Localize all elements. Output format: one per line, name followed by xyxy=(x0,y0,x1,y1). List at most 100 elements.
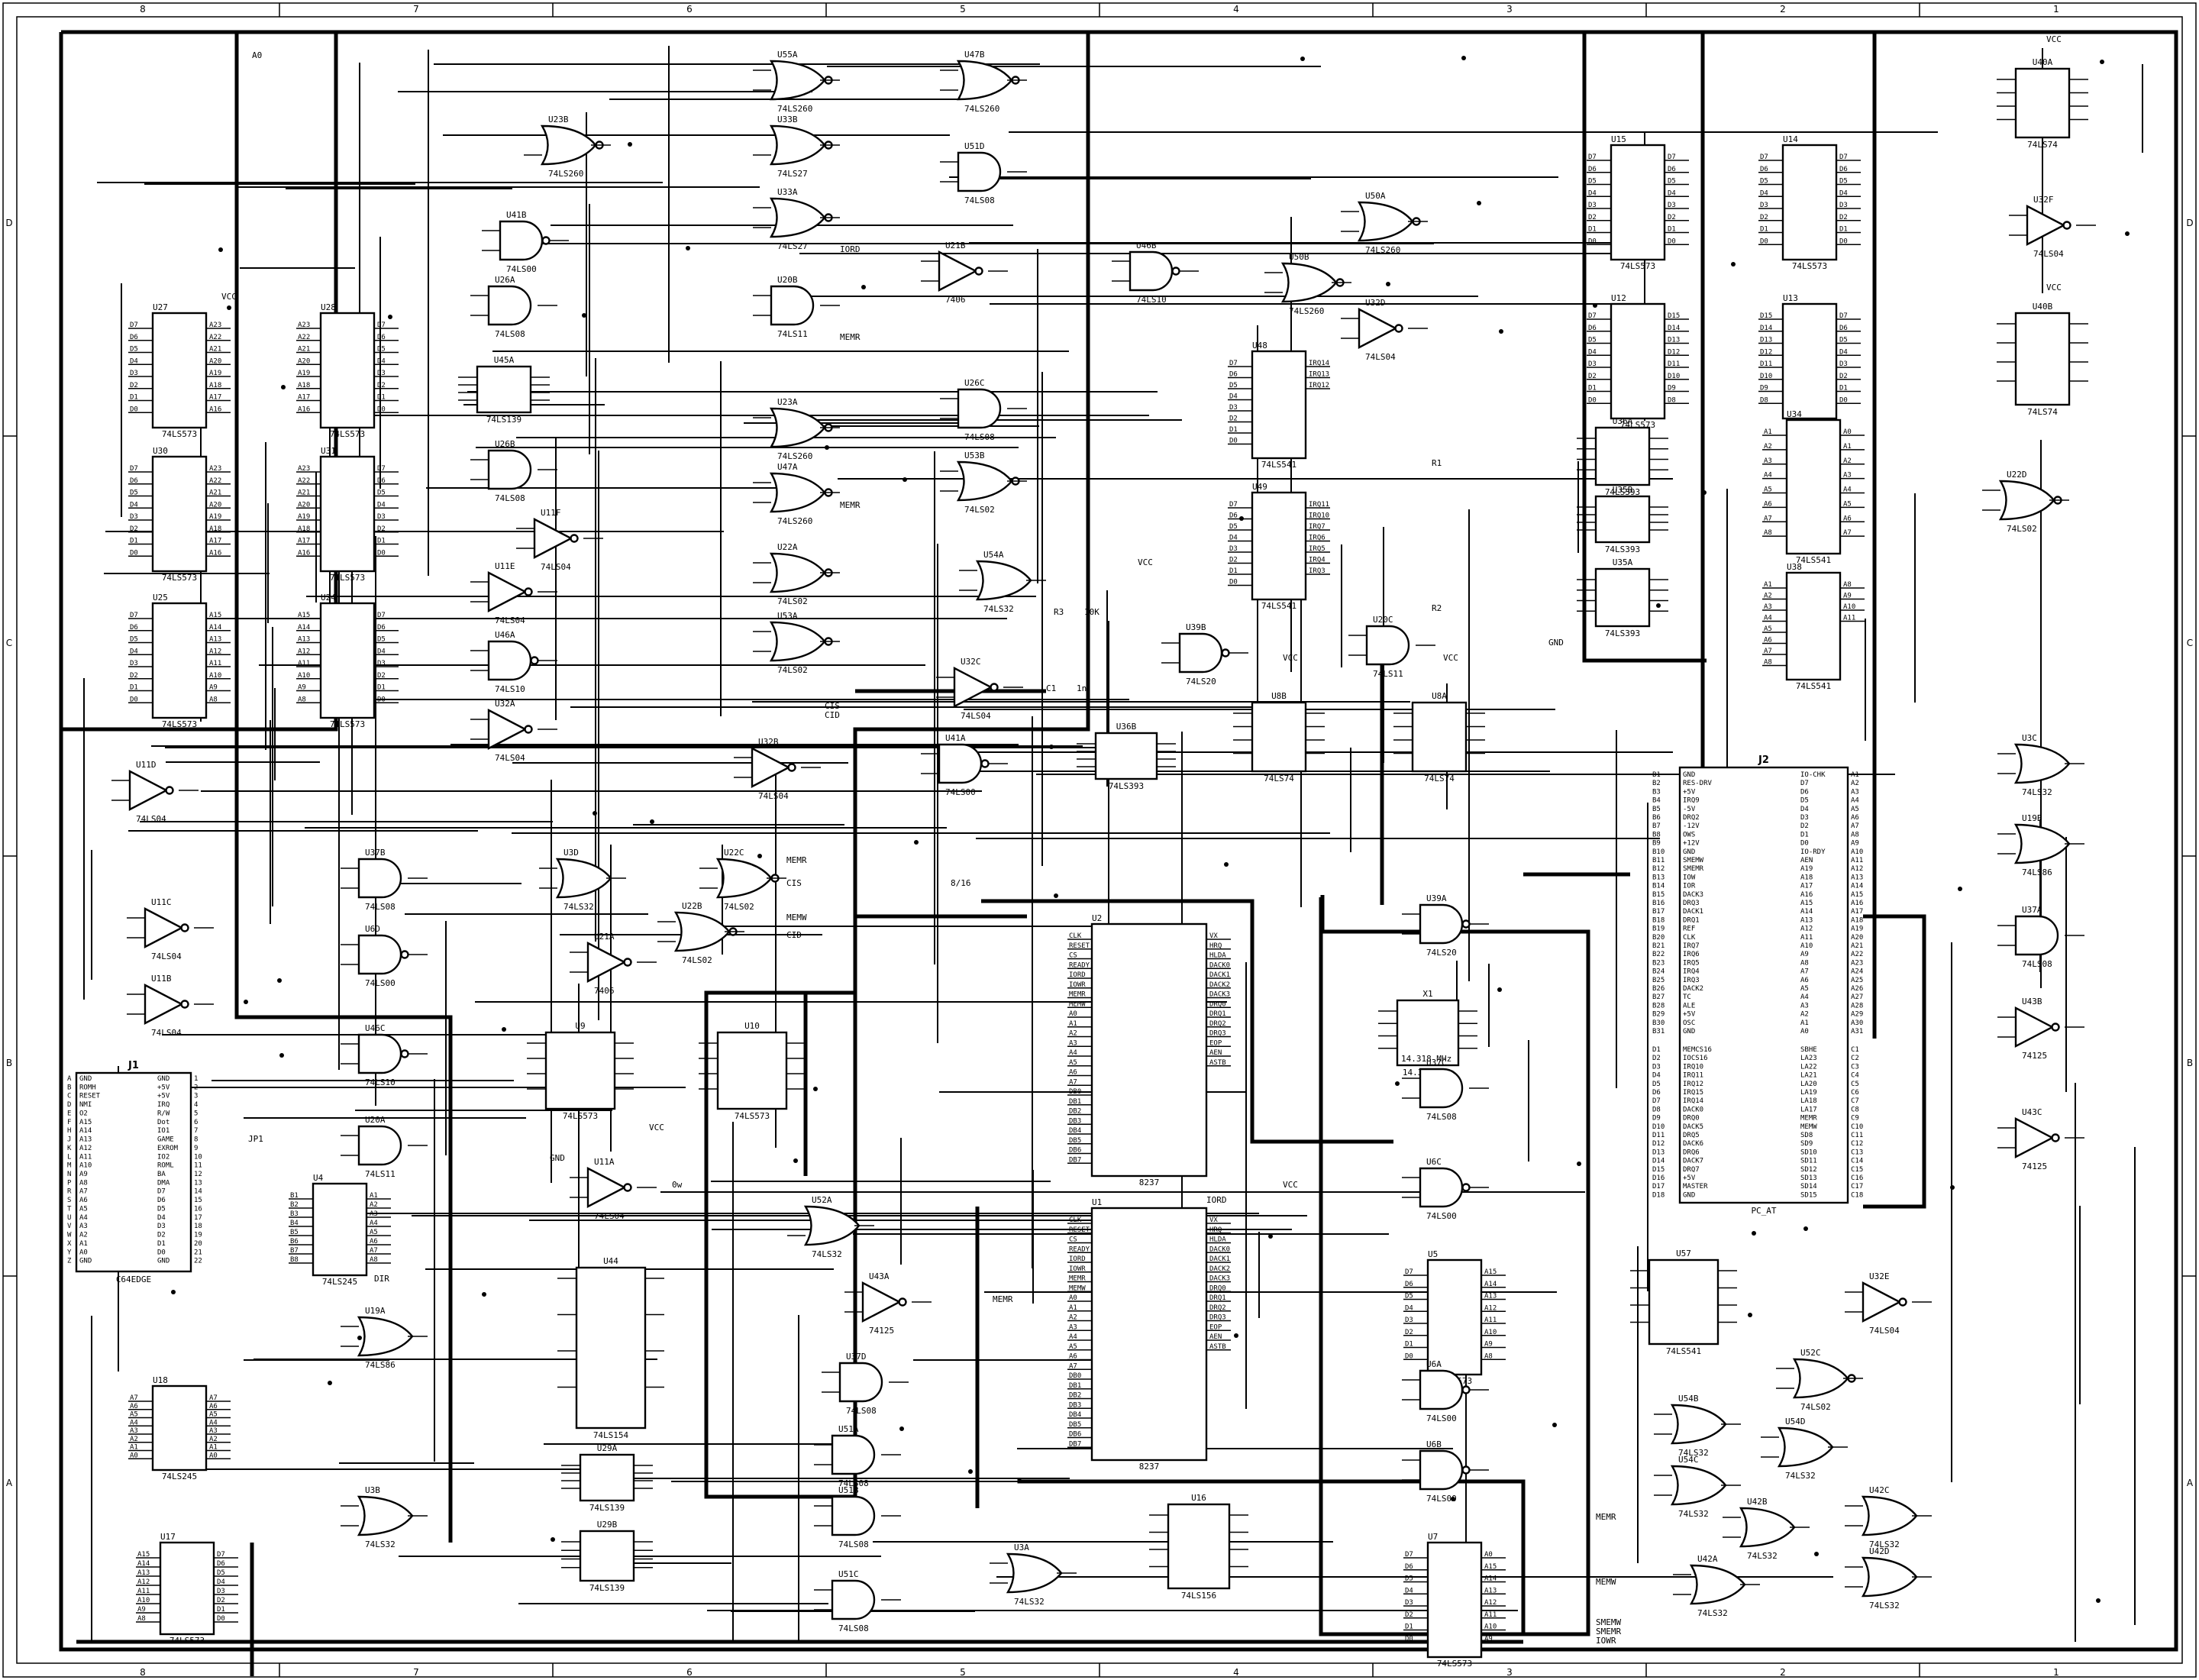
junction-dot xyxy=(1477,201,1481,205)
pin-label: D2 xyxy=(130,672,138,680)
net-label: VCC xyxy=(1283,1180,1298,1190)
gate-type: 74LS32 xyxy=(365,1539,396,1549)
pin-label: A22 xyxy=(209,334,221,341)
gate-body xyxy=(357,1033,402,1074)
block-type: 74LS156 xyxy=(1181,1591,1216,1601)
pin-label: DB0 xyxy=(1069,1088,1081,1096)
pin-label: D2 xyxy=(1405,1611,1413,1619)
pin-label: A12 xyxy=(1800,926,1813,933)
pin-label: DACK3 xyxy=(1209,991,1230,999)
connector-body xyxy=(1678,766,1849,1204)
pin-number: 7 xyxy=(194,1127,198,1135)
ic-body xyxy=(312,1182,368,1277)
pin-number: A19 xyxy=(1851,926,1863,933)
junction-dot xyxy=(1461,56,1466,60)
ic-ref: U12 xyxy=(1611,293,1626,303)
pin-label: D11 xyxy=(1760,360,1772,368)
ic-u18: U1874LS245A7A6A5A4A3A2A1A0A7A6A5A4A3A2A1… xyxy=(128,1375,231,1481)
pin-label: A3 xyxy=(130,1427,138,1435)
column-label-bottom: 5 xyxy=(960,1667,966,1678)
gate-type: 74LS27 xyxy=(777,241,808,251)
pin-label: DB5 xyxy=(1069,1421,1081,1429)
pin-label: IRQ7 xyxy=(1683,942,1700,950)
pin-label: D4 xyxy=(1668,189,1676,197)
pin-label: IRQ14 xyxy=(1683,1097,1703,1105)
pin-number: D9 xyxy=(1652,1115,1661,1123)
inversion-bubble xyxy=(2051,1023,2060,1032)
pin-label: A4 xyxy=(1800,993,1809,1001)
ic-ref: U31 xyxy=(321,446,336,456)
gate-type: 74LS02 xyxy=(777,665,808,675)
pin-number: A10 xyxy=(1851,848,1863,856)
pin-label: D4 xyxy=(1229,535,1238,542)
pin-label: A8 xyxy=(1484,1352,1493,1360)
gate-type: 74LS260 xyxy=(777,451,812,461)
pin-label: D0 xyxy=(1800,840,1809,848)
pin-label: LA17 xyxy=(1800,1106,1817,1113)
pin-label: A5 xyxy=(1069,1059,1077,1067)
ic-type: 74LS245 xyxy=(162,1472,197,1481)
pin-label: AEN xyxy=(1800,857,1813,864)
gate-type: 74LS260 xyxy=(964,104,999,114)
pin-label: DACK3 xyxy=(1683,891,1703,899)
pin-label: D7 xyxy=(1405,1268,1413,1276)
pin-label: A3 xyxy=(209,1427,218,1435)
pin-number: C2 xyxy=(1851,1055,1859,1062)
pin-label: B4 xyxy=(290,1220,299,1227)
gate-ref: U41B xyxy=(506,210,527,220)
pin-label: A4 xyxy=(1764,615,1772,622)
pin-label: A10 xyxy=(1484,1623,1497,1631)
pin-label: DB3 xyxy=(1069,1401,1081,1409)
gate-type: 74LS08 xyxy=(838,1478,869,1488)
gate-type: 74LS00 xyxy=(365,978,396,988)
pin-label: NMI xyxy=(79,1101,92,1109)
pin-label: SD14 xyxy=(1800,1183,1817,1191)
junction-dot xyxy=(2100,60,2104,64)
block-ref: U40B xyxy=(2033,302,2053,312)
pin-label: A11 xyxy=(1843,615,1855,622)
block-ref: U57 xyxy=(1676,1249,1691,1258)
ic-body xyxy=(151,455,208,573)
pin-label: A12 xyxy=(209,648,221,655)
pin-number: A15 xyxy=(1851,891,1863,899)
pin-number: A28 xyxy=(1851,1002,1863,1010)
pin-label: D7 xyxy=(1800,780,1809,787)
pin-label: SMEMR xyxy=(1683,865,1704,873)
gate-ref: U54B xyxy=(1678,1394,1699,1404)
pin-label: D1 xyxy=(130,538,138,545)
gate-ref: U42C xyxy=(1869,1485,1890,1495)
ic-body xyxy=(159,1541,215,1636)
pin-label: A11 xyxy=(209,660,221,667)
gate-ref: U54D xyxy=(1785,1417,1806,1426)
gate-body xyxy=(938,250,978,292)
gate-ref: U43C xyxy=(2022,1107,2042,1117)
gate-type: 74125 xyxy=(2022,1161,2047,1171)
pin-number: B6 xyxy=(1652,814,1661,822)
pin-label: READY xyxy=(1069,1245,1090,1253)
pin-label: IOCS16 xyxy=(1683,1055,1708,1062)
gate-body xyxy=(1861,1495,1918,1536)
pin-number: D11 xyxy=(1652,1132,1665,1139)
pin-label: D1 xyxy=(1800,831,1809,838)
pin-label: DRQ0 xyxy=(1683,1115,1700,1123)
inversion-bubble xyxy=(990,683,999,692)
pin-label: D0 xyxy=(1839,237,1848,245)
pin-label: A1 xyxy=(209,1444,218,1452)
pin-label: D3 xyxy=(1405,1599,1413,1607)
inversion-bubble xyxy=(1171,267,1180,276)
pin-label: D5 xyxy=(157,1205,166,1213)
pin-label: D7 xyxy=(1760,153,1768,161)
pin-label: D0 xyxy=(130,696,138,703)
junction-dot xyxy=(1803,1226,1808,1231)
pin-label: A14 xyxy=(298,624,310,632)
gate-ref: U21A xyxy=(594,932,615,942)
